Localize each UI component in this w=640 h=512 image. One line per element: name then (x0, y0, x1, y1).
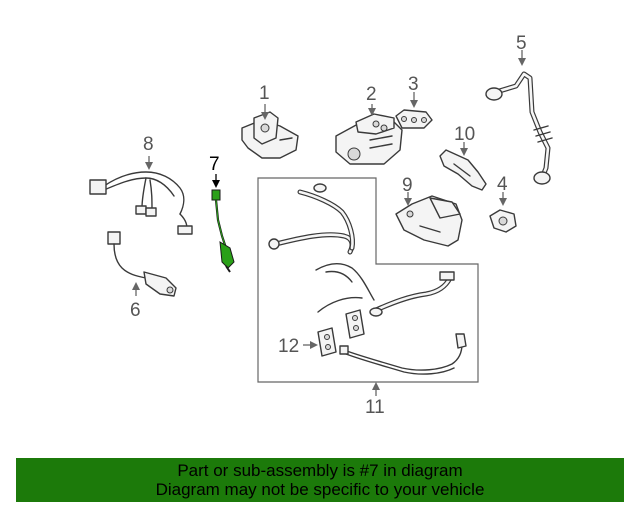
callout-2-label: 2 (366, 84, 377, 105)
part-12-brackets[interactable] (317, 309, 365, 357)
part-11-harness-lower[interactable] (315, 263, 455, 317)
callout-11-label: 11 (365, 397, 385, 418)
part-9-unit[interactable] (395, 195, 463, 247)
callout-10-arrow (460, 142, 468, 156)
part-4-gasket[interactable] (489, 209, 517, 233)
part-2-control-unit[interactable] (335, 113, 403, 165)
callout-5-arrow (518, 50, 526, 66)
callout-3-arrow (410, 92, 418, 108)
part-8-wiring-harness[interactable] (89, 171, 193, 235)
part-11-harness-upper[interactable] (268, 183, 355, 255)
part-11-harness-bottom[interactable] (339, 333, 467, 375)
banner-line-1: Part or sub-assembly is #7 in diagram (177, 461, 463, 480)
part-1-valve[interactable] (241, 111, 299, 159)
part-7-oxygen-sensor[interactable] (211, 189, 235, 273)
callout-7-label: 7 (209, 154, 220, 175)
part-10-bracket[interactable] (439, 149, 487, 191)
callout-6-arrow (132, 282, 140, 296)
part-3-gasket[interactable] (395, 109, 433, 129)
callout-4-label: 4 (497, 174, 508, 195)
callout-6-label: 6 (130, 300, 141, 321)
callout-1-arrow (261, 104, 269, 120)
callout-2-arrow (368, 104, 376, 116)
callout-12-arrow (303, 341, 318, 349)
callout-1-label: 1 (259, 83, 270, 104)
callout-7-arrow (212, 174, 220, 188)
callout-10-label: 10 (454, 124, 475, 145)
callout-12-label: 12 (278, 336, 299, 357)
callout-8-label: 8 (143, 134, 154, 155)
callout-11-arrow (372, 382, 380, 396)
callout-9-arrow (404, 192, 412, 206)
callout-3-label: 3 (408, 74, 419, 95)
callout-9-label: 9 (402, 175, 413, 196)
banner-line-2: Diagram may not be specific to your vehi… (155, 480, 485, 499)
part-11-group-box (257, 177, 479, 383)
callout-5-label: 5 (516, 33, 527, 54)
part-5-pipe[interactable] (485, 71, 553, 185)
callout-8-arrow (145, 156, 153, 170)
callout-4-arrow (499, 192, 507, 206)
part-6-sensor[interactable] (107, 231, 177, 297)
info-banner: Part or sub-assembly is #7 in diagram Di… (16, 458, 624, 502)
